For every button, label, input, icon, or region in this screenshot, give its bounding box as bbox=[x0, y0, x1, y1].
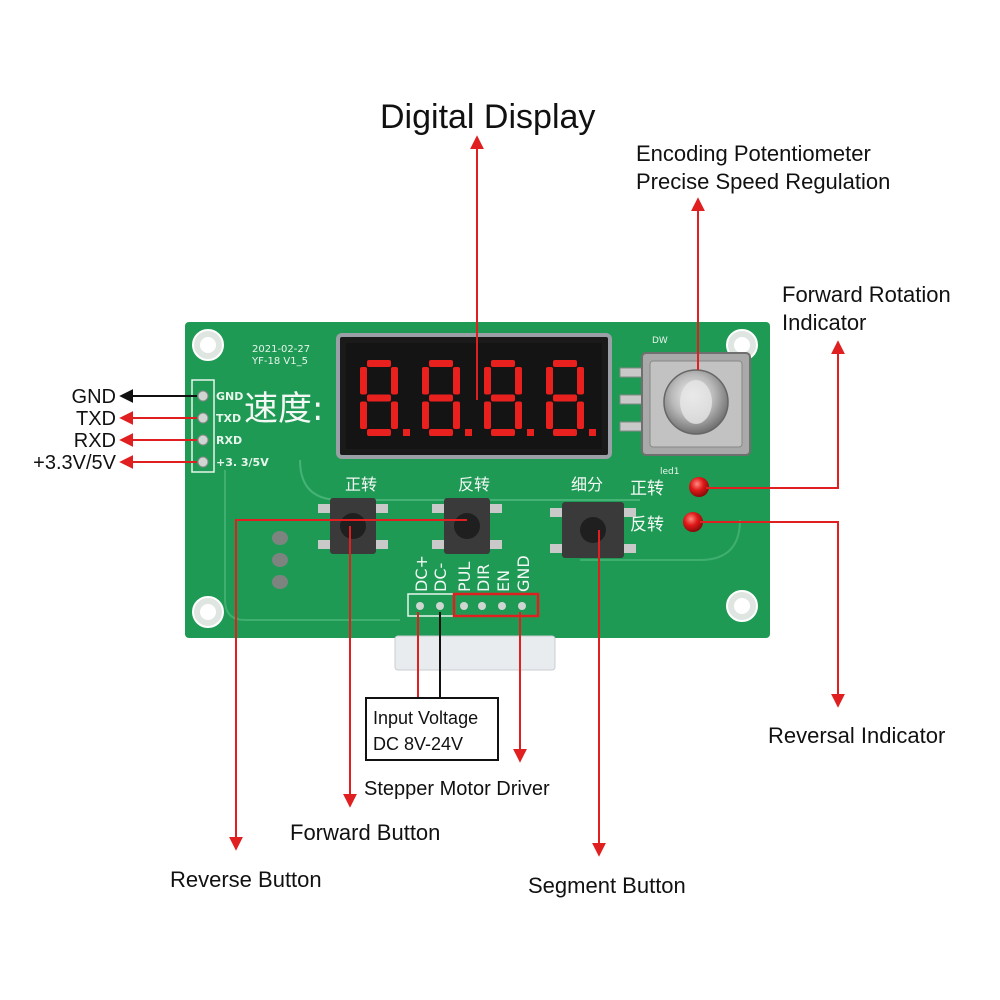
pin-label-gnd: GND bbox=[216, 390, 243, 403]
board-model: YF-18 V1_5 bbox=[251, 356, 308, 367]
title-digital-display: Digital Display bbox=[380, 98, 595, 136]
display-digit bbox=[484, 360, 534, 436]
display-segment bbox=[546, 367, 553, 395]
label-forward-button: Forward Button bbox=[290, 820, 440, 845]
serial-pins bbox=[197, 390, 209, 468]
display-segment bbox=[367, 360, 391, 367]
connector-housing bbox=[394, 635, 556, 671]
display-segment bbox=[484, 401, 491, 429]
board-date: 2021-02-27 bbox=[252, 344, 310, 355]
display-segment bbox=[360, 401, 367, 429]
mount-hole-tl bbox=[192, 329, 224, 361]
display-segment bbox=[484, 367, 491, 395]
led1-label: led1 bbox=[660, 467, 679, 477]
label-reverse-button: Reverse Button bbox=[170, 867, 322, 892]
display-segment bbox=[515, 367, 522, 395]
pin-dc-minus: DC- bbox=[431, 563, 450, 592]
display-decimal-point bbox=[465, 429, 472, 436]
display-segment bbox=[515, 401, 522, 429]
led-reverse bbox=[683, 512, 703, 532]
digital-display bbox=[336, 333, 612, 459]
pin-dc-plus: DC+ bbox=[412, 555, 431, 592]
led-forward bbox=[689, 477, 709, 497]
label-gnd: GND bbox=[72, 386, 116, 408]
label-input-voltage-1: Input Voltage bbox=[373, 708, 478, 728]
pads-left bbox=[272, 531, 288, 589]
pin-label-txd: TXD bbox=[216, 412, 241, 425]
display-segment bbox=[429, 429, 453, 436]
forward-button[interactable] bbox=[318, 498, 388, 554]
display-digit bbox=[546, 360, 596, 436]
display-digit bbox=[360, 360, 410, 436]
label-stepper-driver: Stepper Motor Driver bbox=[364, 778, 550, 800]
btn-reverse-silk: 反转 bbox=[458, 475, 490, 494]
display-segment bbox=[391, 401, 398, 429]
display-segment bbox=[453, 367, 460, 395]
label-forward-rotation-1: Forward Rotation bbox=[782, 282, 951, 307]
label-reversal-indicator: Reversal Indicator bbox=[768, 723, 945, 748]
arrow-reverse-button bbox=[229, 519, 467, 851]
arrow-forward-indicator bbox=[706, 340, 845, 489]
pcb-board: 2021-02-27 YF-18 V1_5 GND TXD RXD +3. 3/… bbox=[185, 322, 770, 671]
pin-en: EN bbox=[494, 570, 513, 592]
encoder-potentiometer: DW bbox=[619, 336, 751, 456]
display-segment bbox=[429, 360, 453, 367]
mount-hole-bl bbox=[192, 596, 224, 628]
display-segment bbox=[553, 360, 577, 367]
label-txd: TXD bbox=[76, 408, 116, 430]
display-segment bbox=[422, 367, 429, 395]
display-segment bbox=[553, 394, 577, 402]
callout-arrows bbox=[119, 135, 845, 857]
display-segment bbox=[491, 394, 515, 402]
display-digit bbox=[422, 360, 472, 436]
bottom-pin-header bbox=[407, 592, 540, 618]
led-forward-label: 正转 bbox=[630, 479, 664, 499]
label-encoding-2: Precise Speed Regulation bbox=[636, 169, 890, 194]
display-segment bbox=[360, 367, 367, 395]
display-segment bbox=[453, 401, 460, 429]
dw-label: DW bbox=[652, 336, 668, 346]
pin-label-rxd: RXD bbox=[216, 434, 242, 447]
display-segment bbox=[391, 367, 398, 395]
display-segment bbox=[422, 401, 429, 429]
label-forward-rotation-2: Indicator bbox=[782, 310, 866, 335]
pin-label-vcc: +3. 3/5V bbox=[216, 456, 269, 469]
label-vcc: +3.3V/5V bbox=[33, 452, 117, 474]
btn-segment-silk: 细分 bbox=[571, 475, 603, 494]
display-segment bbox=[367, 429, 391, 436]
btn-forward-silk: 正转 bbox=[345, 475, 377, 494]
label-segment-button: Segment Button bbox=[528, 873, 686, 898]
bottom-pin-labels: DC+ DC- PUL DIR EN GND bbox=[412, 555, 533, 592]
pin-dir: DIR bbox=[474, 564, 493, 592]
serial-header-outline bbox=[191, 379, 215, 473]
segment-button[interactable] bbox=[550, 502, 636, 558]
display-digits bbox=[360, 360, 596, 436]
display-segment bbox=[577, 401, 584, 429]
display-segment bbox=[367, 394, 391, 402]
display-segment bbox=[577, 367, 584, 395]
pin-gnd: GND bbox=[514, 555, 533, 592]
display-segment bbox=[491, 429, 515, 436]
led-reverse-label: 反转 bbox=[630, 515, 664, 535]
display-decimal-point bbox=[527, 429, 534, 436]
input-voltage-box bbox=[365, 697, 499, 761]
mount-hole-br bbox=[726, 590, 758, 622]
display-decimal-point bbox=[589, 429, 596, 436]
speed-label: 速度: bbox=[244, 389, 323, 429]
label-input-voltage-2: DC 8V-24V bbox=[373, 734, 463, 754]
display-segment bbox=[491, 360, 515, 367]
display-segment bbox=[429, 394, 453, 402]
label-rxd: RXD bbox=[74, 430, 116, 452]
pin-pul: PUL bbox=[455, 562, 474, 592]
display-segment bbox=[546, 401, 553, 429]
arrow-reversal-indicator bbox=[700, 521, 845, 708]
display-segment bbox=[553, 429, 577, 436]
display-decimal-point bbox=[403, 429, 410, 436]
label-encoding-1: Encoding Potentiometer bbox=[636, 141, 871, 166]
